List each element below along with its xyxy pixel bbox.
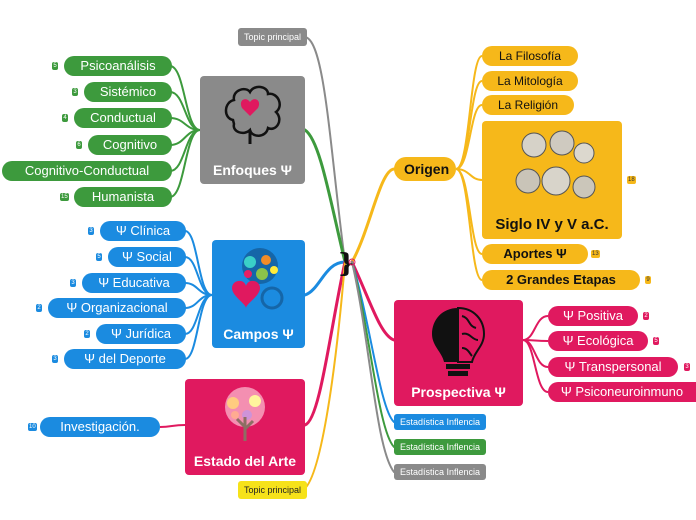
count-badge: 3 bbox=[72, 88, 78, 96]
prospectiva-title: Prospectiva Ψ bbox=[411, 384, 506, 400]
enfoque-humanista[interactable]: Humanista bbox=[74, 187, 172, 207]
siglo-card[interactable]: Siglo IV y V a.C. bbox=[482, 121, 622, 239]
count-badge: 3 bbox=[684, 363, 690, 371]
count-badge: 5 bbox=[653, 337, 659, 345]
philosophers-image bbox=[512, 125, 598, 211]
svg-text:}: } bbox=[338, 249, 355, 276]
brain-gears-icon bbox=[232, 248, 284, 310]
count-badge: 5 bbox=[96, 253, 102, 261]
estadistica-influencia-2[interactable]: Estadística Inflencia bbox=[394, 439, 487, 455]
count-badge: 3 bbox=[88, 227, 94, 235]
estadistica-influencia-3[interactable]: Estadística Inflencia bbox=[394, 464, 487, 480]
campos-title: Campos Ψ bbox=[223, 326, 294, 342]
count-badge: 5 bbox=[52, 62, 58, 70]
count-badge: 2 bbox=[36, 304, 42, 312]
count-badge: 6 bbox=[76, 141, 82, 149]
prospectiva-positiva[interactable]: Ψ Positiva bbox=[548, 306, 638, 326]
brace-icon: } bbox=[338, 249, 356, 279]
campos-card[interactable]: Campos Ψ bbox=[212, 240, 305, 348]
count-badge: 3 bbox=[52, 355, 58, 363]
count-badge: 2 bbox=[643, 312, 649, 320]
count-badge: 9 bbox=[645, 276, 651, 284]
origen-filosofia[interactable]: La Filosofía bbox=[482, 46, 578, 66]
campo-social[interactable]: Ψ Social bbox=[108, 247, 186, 267]
campo-juridica[interactable]: Ψ Jurídica bbox=[96, 324, 186, 344]
campo-clinica[interactable]: Ψ Clínica bbox=[100, 221, 186, 241]
campo-organizacional[interactable]: Ψ Organizacional bbox=[48, 298, 186, 318]
enfoques-title: Enfoques Ψ bbox=[213, 162, 292, 178]
topic-principal-bottom[interactable]: Topic principal bbox=[238, 481, 308, 499]
enfoque-sistemico[interactable]: Sistémico bbox=[84, 82, 172, 102]
count-badge: 15 bbox=[60, 193, 69, 201]
estadistica-influencia-1[interactable]: Estadística Inflencia bbox=[394, 414, 487, 430]
aportes-node[interactable]: Aportes Ψ bbox=[482, 244, 588, 264]
investigacion-item[interactable]: Investigación. bbox=[40, 417, 160, 437]
origen-mitologia[interactable]: La Mitología bbox=[482, 71, 578, 91]
enfoque-cognitivo-conductual[interactable]: Cognitivo-Conductual bbox=[2, 161, 172, 181]
siglo-label: Siglo IV y V a.C. bbox=[495, 216, 609, 233]
enfoque-cognitivo[interactable]: Cognitivo bbox=[88, 135, 172, 155]
count-badge: 13 bbox=[591, 250, 600, 258]
prospectiva-psiconeuroinmuno[interactable]: Ψ Psiconeuroinmuno bbox=[548, 382, 696, 402]
origen-religion[interactable]: La Religión bbox=[482, 95, 574, 115]
prospectiva-card[interactable]: Prospectiva Ψ bbox=[394, 300, 523, 406]
count-badge: 18 bbox=[627, 176, 636, 184]
topic-principal-top[interactable]: Topic principal bbox=[238, 28, 308, 46]
central-node[interactable]: } bbox=[336, 248, 358, 279]
count-badge: 10 bbox=[28, 423, 37, 431]
count-badge: 4 bbox=[62, 114, 68, 122]
campo-educativa[interactable]: Ψ Educativa bbox=[82, 273, 186, 293]
brain-heart-icon bbox=[224, 85, 281, 144]
estado-del-arte-card[interactable]: Estado del Arte bbox=[185, 379, 305, 475]
prospectiva-transpersonal[interactable]: Ψ Transpersonal bbox=[548, 357, 678, 377]
enfoque-conductual[interactable]: Conductual bbox=[74, 108, 172, 128]
count-badge: 2 bbox=[84, 330, 90, 338]
bulb-brain-icon bbox=[432, 306, 486, 376]
enfoques-card[interactable]: Enfoques Ψ bbox=[200, 76, 305, 184]
campo-deporte[interactable]: Ψ del Deporte bbox=[64, 349, 186, 369]
tree-icon bbox=[225, 387, 265, 441]
prospectiva-ecologica[interactable]: Ψ Ecológica bbox=[548, 331, 648, 351]
origen-node[interactable]: Origen bbox=[394, 157, 456, 181]
enfoque-psicoanalisis[interactable]: Psicoanálisis bbox=[64, 56, 172, 76]
count-badge: 3 bbox=[70, 279, 76, 287]
etapas-node[interactable]: 2 Grandes Etapas bbox=[482, 270, 640, 290]
estado-title: Estado del Arte bbox=[193, 453, 297, 469]
